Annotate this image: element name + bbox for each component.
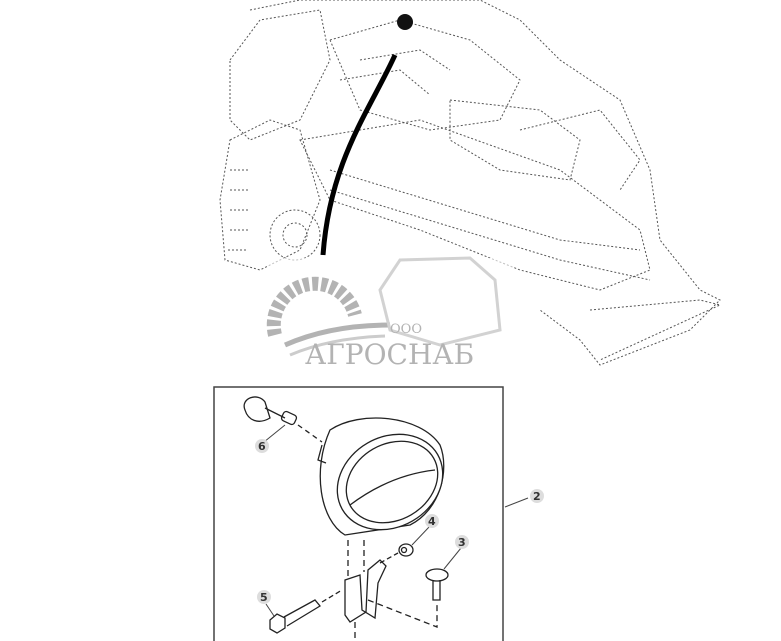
svg-text:3: 3 bbox=[458, 536, 466, 549]
watermark-prefix: ООО bbox=[390, 322, 422, 337]
svg-text:6: 6 bbox=[258, 440, 266, 453]
light-location-marker bbox=[397, 14, 413, 30]
svg-text:4: 4 bbox=[428, 515, 436, 528]
combine-harvester-illustration bbox=[219, 0, 722, 366]
detail-frame bbox=[213, 386, 504, 641]
callout-3: 3 bbox=[443, 535, 469, 570]
watermark-name: АГРОСНАБ bbox=[305, 338, 474, 371]
callout-4: 4 bbox=[411, 514, 439, 546]
work-light-assembly bbox=[243, 396, 449, 641]
callout-5: 5 bbox=[257, 590, 275, 617]
callout-6: 6 bbox=[255, 424, 286, 453]
svg-text:2: 2 bbox=[533, 490, 541, 503]
svg-text:5: 5 bbox=[260, 591, 268, 604]
wiring-harness bbox=[320, 53, 398, 256]
callout-2: 2 bbox=[530, 489, 544, 503]
watermark-logo: ООО АГРОСНАБ bbox=[266, 256, 513, 383]
